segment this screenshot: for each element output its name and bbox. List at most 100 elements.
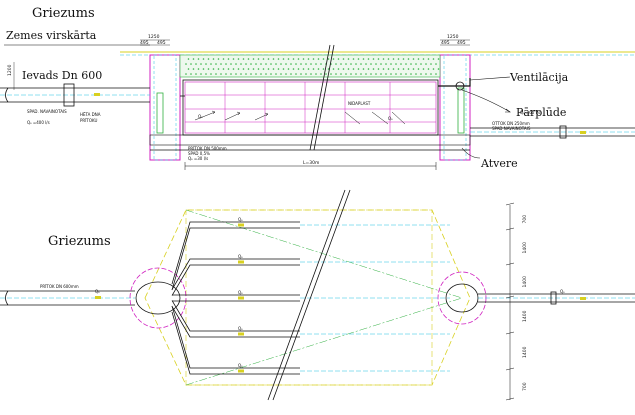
gravel-dot <box>427 58 430 60</box>
gravel-dot <box>435 73 437 75</box>
gravel-dot <box>287 68 290 70</box>
gravel-dot <box>240 73 242 75</box>
gravel-dot <box>317 58 320 60</box>
gravel-dot <box>417 68 420 70</box>
gravel-dot <box>365 63 367 65</box>
ventilation-pipe <box>438 78 471 87</box>
gravel-dot <box>187 58 190 60</box>
gravel-dot <box>420 63 422 65</box>
gravel-dot <box>210 73 212 75</box>
gravel-dot <box>412 58 415 60</box>
plan-left-chamber <box>135 281 181 315</box>
plan-lateral-4: Qₛ <box>171 300 450 338</box>
dim-tick <box>505 227 515 231</box>
gravel-dot <box>250 73 252 75</box>
gravel-dot <box>205 73 207 75</box>
module-columns <box>224 82 391 133</box>
right-q-note: Qₛ =60 l/s <box>520 110 540 115</box>
gravel-dot <box>307 58 310 60</box>
gravel-dot <box>270 63 272 65</box>
gravel-dot <box>335 73 337 75</box>
gravel-dot <box>207 68 210 70</box>
ventilation-leader <box>469 76 511 81</box>
lateral-q-marker <box>238 296 244 300</box>
gravel-dot <box>370 73 372 75</box>
gravel-dot <box>397 58 400 60</box>
length-dim-label: L=30m <box>303 160 319 166</box>
gravel-dot <box>282 58 285 60</box>
gravel-dot <box>387 58 390 60</box>
gravel-dot <box>385 63 387 65</box>
gravel-dot <box>350 63 352 65</box>
overflow-fitting <box>455 81 465 91</box>
gravel-dot <box>277 68 280 70</box>
gravel-dot <box>267 58 270 60</box>
gravel-dot <box>382 58 385 60</box>
ground-label: Zemes virskārta <box>6 29 97 42</box>
lateral-q-label: Qₛ <box>238 290 243 295</box>
gravel-dot <box>297 68 300 70</box>
gravel-dot <box>327 68 330 70</box>
dim-depth: 1200 <box>7 64 13 76</box>
gravel-dot <box>205 63 207 65</box>
tank-q-right: Qₛ <box>388 116 393 121</box>
gravel-dot <box>185 63 187 65</box>
gravel-dot <box>250 63 252 65</box>
inlet-q-marker <box>94 93 100 96</box>
gravel-dot <box>395 63 397 65</box>
plan-break-line-2 <box>272 189 351 401</box>
gravel-dot <box>232 58 235 60</box>
gravel-dot <box>407 58 410 60</box>
outlet-pipe <box>470 125 635 139</box>
gravel-dot <box>380 63 382 65</box>
gravel-dot <box>405 73 407 75</box>
lateral-q-marker <box>238 260 244 264</box>
gravel-dot <box>375 63 377 65</box>
gravel-dot <box>300 63 302 65</box>
gravel-dot <box>377 68 380 70</box>
lateral-pipe-bottom <box>171 306 300 338</box>
gravel-dot <box>255 73 257 75</box>
gravel-dot <box>295 73 297 75</box>
gravel-dot <box>215 63 217 65</box>
gravel-dot <box>252 68 255 70</box>
plan-break-line-1 <box>267 189 346 401</box>
gravel-dot <box>287 58 290 60</box>
lateral-pipe-bottom <box>171 264 300 296</box>
gravel-dot <box>342 68 345 70</box>
plan-lateral-1: Qₛ <box>171 217 450 291</box>
gravel-dot <box>212 58 215 60</box>
base-slab <box>149 134 471 146</box>
gravel-dot <box>380 73 382 75</box>
gravel-dot <box>207 58 210 60</box>
gravel-dot <box>385 73 387 75</box>
dim-left-total: 1250 <box>148 34 160 40</box>
right-manhole-inner <box>443 54 467 161</box>
gravel-dot <box>405 63 407 65</box>
gravel-dot <box>305 73 307 75</box>
gravel-dot <box>400 73 402 75</box>
flow-arrows <box>194 110 406 125</box>
gravel-dot <box>280 63 282 65</box>
gravel-dots <box>185 58 440 75</box>
lateral-pipe-bottom <box>171 311 300 375</box>
gravel-dot <box>230 63 232 65</box>
plan-lateral-3: Qₛ <box>172 290 450 302</box>
gravel-dot <box>412 68 415 70</box>
gravel-dot <box>220 73 222 75</box>
gravel-dot <box>257 68 260 70</box>
gravel-dot <box>285 73 287 75</box>
gravel-dot <box>272 68 275 70</box>
gravel-dot <box>282 68 285 70</box>
right-manhole-ladder <box>457 87 465 134</box>
dim-right-b: 495 <box>457 40 466 46</box>
lateral-pipe-top <box>171 221 300 285</box>
gravel-dot <box>260 63 262 65</box>
gravel-dot <box>190 73 192 75</box>
gravel-dot <box>195 73 197 75</box>
right-note-2: SPAD NAVAINOTAIS <box>492 126 531 131</box>
gravel-dot <box>220 63 222 65</box>
inlet-note-1: SPAD. NAVAINOTAIS <box>27 109 67 114</box>
gravel-dot <box>402 58 405 60</box>
